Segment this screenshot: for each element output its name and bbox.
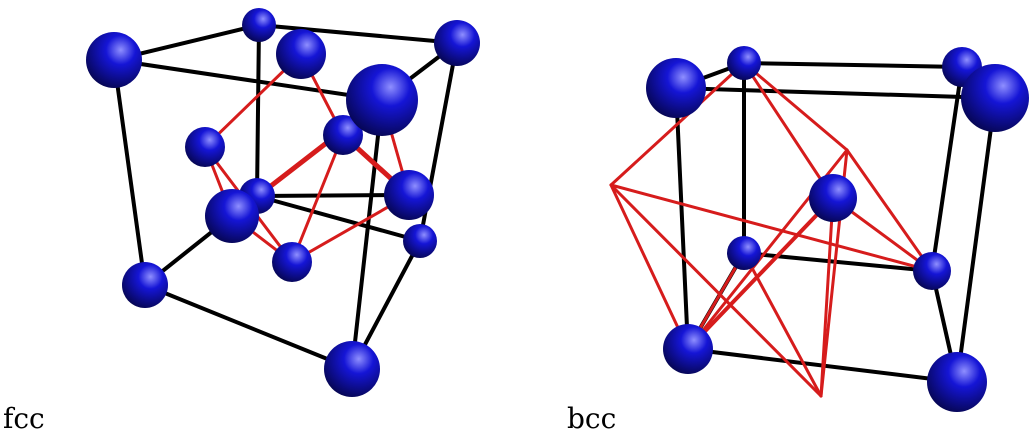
cube-edge bbox=[112, 58, 384, 102]
atom bbox=[403, 224, 437, 258]
cell-edge bbox=[609, 183, 690, 351]
cell-edge bbox=[742, 61, 835, 200]
atom bbox=[276, 29, 326, 79]
cube-edges bbox=[674, 61, 997, 384]
cell-edge bbox=[290, 133, 345, 264]
cube-edge bbox=[742, 61, 964, 69]
atom bbox=[384, 170, 434, 220]
cube-edges bbox=[112, 23, 459, 371]
cell-edge bbox=[609, 183, 934, 273]
atoms bbox=[646, 46, 1029, 412]
bcc-panel: bcc bbox=[520, 0, 1033, 439]
cell-edge bbox=[742, 61, 849, 152]
cube-edge bbox=[930, 65, 964, 273]
atom bbox=[727, 236, 761, 270]
cube-edge bbox=[143, 283, 354, 371]
cube-edge bbox=[350, 98, 384, 371]
cube-edge bbox=[255, 194, 422, 243]
cell-edge bbox=[742, 251, 823, 398]
atom bbox=[86, 32, 142, 88]
cube-edge bbox=[257, 23, 459, 45]
fcc-panel: fcc bbox=[3, 8, 480, 435]
atom bbox=[646, 58, 706, 118]
atom bbox=[913, 252, 951, 290]
fcc-caption: fcc bbox=[3, 402, 45, 435]
atom bbox=[961, 64, 1029, 132]
atom bbox=[185, 127, 225, 167]
cube-edge bbox=[674, 86, 997, 100]
cell-edge bbox=[819, 196, 835, 398]
cube-edge bbox=[112, 58, 147, 287]
bcc-caption: bcc bbox=[567, 402, 617, 435]
atom bbox=[323, 115, 363, 155]
atom bbox=[727, 46, 761, 80]
atom bbox=[663, 324, 713, 374]
atom bbox=[324, 341, 380, 397]
fcc-lattice-diagram bbox=[86, 8, 480, 397]
bcc-lattice-diagram bbox=[609, 46, 1029, 412]
atom bbox=[809, 174, 857, 222]
atom bbox=[272, 242, 312, 282]
atom bbox=[122, 262, 168, 308]
cell-edge bbox=[686, 196, 835, 351]
cube-edge bbox=[255, 193, 411, 198]
atom bbox=[346, 64, 418, 136]
cell-edge bbox=[609, 183, 823, 398]
unit-cell-edges bbox=[609, 61, 934, 398]
atom bbox=[927, 352, 987, 412]
atom bbox=[242, 8, 276, 42]
cell-edge bbox=[609, 61, 746, 187]
cube-edge bbox=[674, 86, 690, 351]
atoms bbox=[86, 8, 480, 397]
cube-edge bbox=[255, 23, 261, 198]
cell-edge bbox=[845, 148, 934, 273]
atom bbox=[434, 20, 480, 66]
atom bbox=[205, 189, 259, 243]
cube-edge bbox=[955, 96, 997, 384]
